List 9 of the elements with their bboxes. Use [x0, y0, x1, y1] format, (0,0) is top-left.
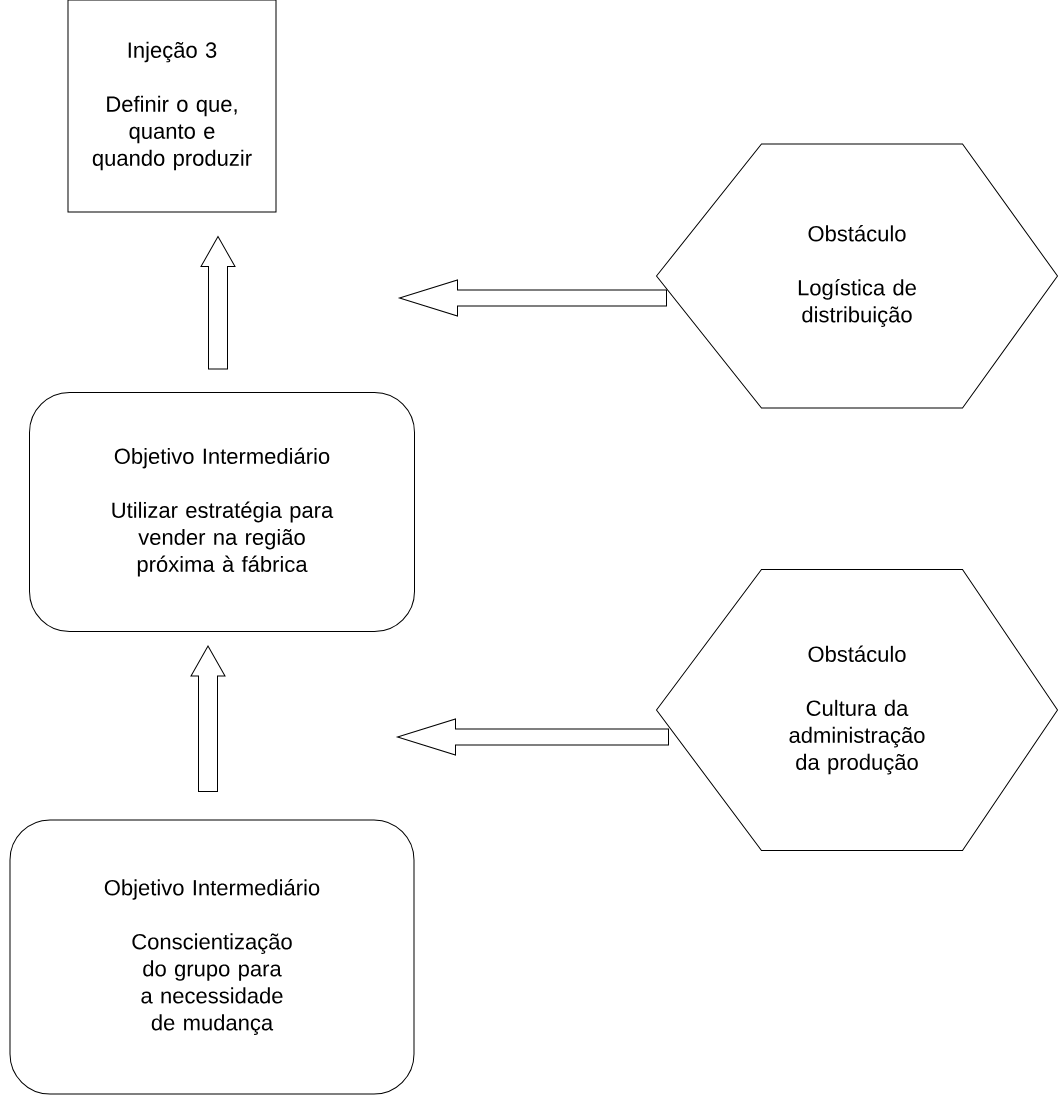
objective-box: Objetivo Intermediário Utilizar estratégia para vender na região próxima à fábrica — [29, 392, 415, 632]
block-arrow — [399, 279, 667, 317]
block-arrow — [397, 718, 669, 756]
obstacle-hexagon: Obstáculo Cultura da administração da produção — [656, 569, 1058, 851]
block-arrow — [190, 645, 226, 792]
obstacle-hexagon: Obstáculo Logística de distribuição — [656, 143, 1058, 409]
block-arrow — [200, 236, 236, 370]
process-box: Injeção 3 Definir o que, quanto e quando produzir — [67, 0, 277, 213]
objective-box: Objetivo Intermediário Conscientização do grupo para a necessidade de mudança — [9, 819, 415, 1095]
